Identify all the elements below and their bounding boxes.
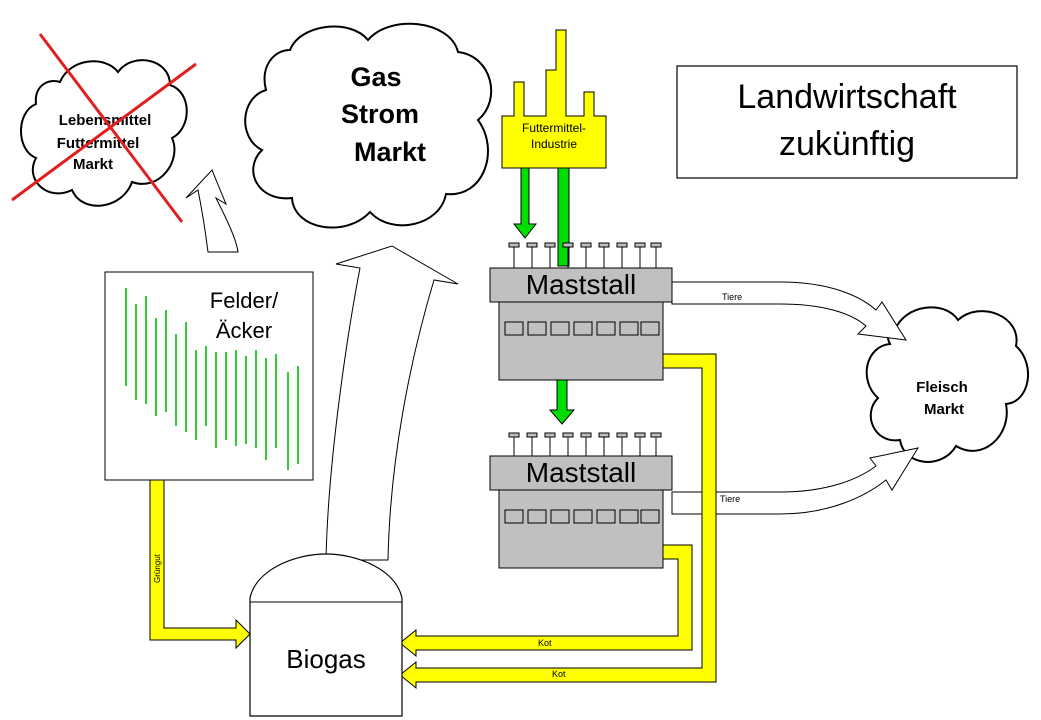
food-market-line3: Markt bbox=[73, 156, 113, 173]
feed-flow-arrows bbox=[512, 167, 576, 425]
stall-upper-label: Maststall bbox=[526, 269, 636, 300]
fields-line2: Äcker bbox=[216, 318, 272, 343]
biogas-plant: Biogas bbox=[249, 553, 403, 717]
title-box: Landwirtschaft zukünftig bbox=[676, 65, 1018, 179]
gruengut-label: Grüngut bbox=[153, 553, 162, 583]
tiere-upper-label: Tiere bbox=[722, 292, 742, 302]
factory-line1: Futtermittel- bbox=[522, 121, 586, 135]
gas-market-line1: Gas bbox=[350, 62, 401, 92]
arrow-biogas-to-gas-market bbox=[325, 245, 459, 561]
fields-line1: Felder/ bbox=[210, 288, 279, 313]
tiere-lower-label: Tiere bbox=[720, 494, 740, 504]
gas-market-line3: Markt bbox=[354, 137, 426, 167]
kot-upper-label: Kot bbox=[538, 638, 552, 648]
feed-arrow-lower-stall bbox=[548, 379, 576, 425]
kot-flow-lower-stall bbox=[399, 544, 693, 658]
factory-line2: Industrie bbox=[531, 137, 577, 151]
meat-market-line2: Markt bbox=[924, 401, 964, 418]
gruengut-flow-arrow bbox=[149, 479, 251, 650]
feed-pipe bbox=[557, 167, 570, 267]
biogas-label: Biogas bbox=[286, 644, 366, 674]
field-crops bbox=[125, 288, 299, 470]
stall-lower-label: Maststall bbox=[526, 457, 636, 488]
fields-box: Felder/ Äcker bbox=[104, 271, 314, 481]
gas-market-line2: Strom bbox=[341, 99, 419, 129]
feed-industry-factory: Futtermittel- Industrie bbox=[501, 29, 607, 169]
food-market-cloud: Lebensmittel Futtermittel Markt bbox=[11, 33, 197, 223]
kot-lower-label: Kot bbox=[552, 669, 566, 679]
meat-market-line1: Fleisch bbox=[916, 379, 968, 396]
stall-upper: Maststall bbox=[489, 242, 673, 381]
meat-market-cloud: Fleisch Markt bbox=[865, 306, 1030, 463]
feed-arrow-upper-stall bbox=[512, 167, 538, 239]
gas-market-cloud: Gas Strom Markt bbox=[244, 22, 493, 229]
title-line2: zukünftig bbox=[779, 125, 915, 163]
arrow-upper-stall-to-meat bbox=[671, 281, 907, 341]
title-line1: Landwirtschaft bbox=[737, 78, 957, 116]
kot-flow-upper-stall bbox=[399, 353, 717, 690]
arrow-lower-stall-to-meat bbox=[671, 447, 920, 515]
arrow-fields-to-food-market bbox=[185, 169, 239, 253]
cross-line-2 bbox=[11, 62, 197, 202]
stall-lower: Maststall bbox=[489, 432, 673, 569]
